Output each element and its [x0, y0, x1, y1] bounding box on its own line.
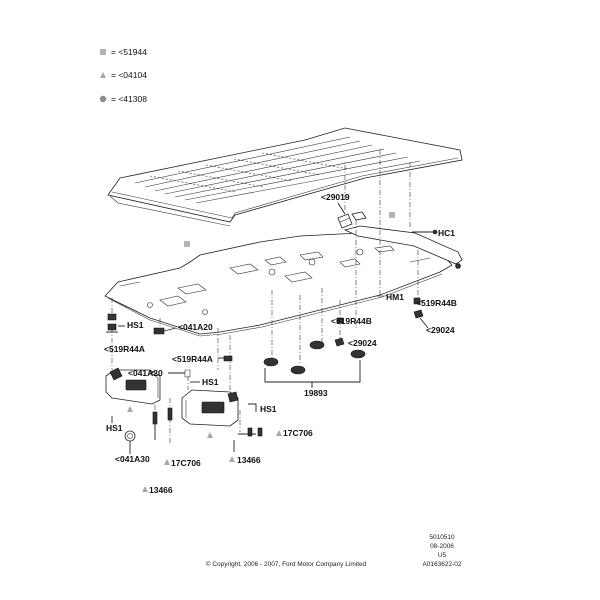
label-519r44a-left: <519R44A: [104, 344, 145, 354]
footer-code-3: U5: [438, 552, 447, 559]
grille-4: [350, 349, 366, 359]
grille-3: [309, 340, 325, 350]
square-marker-29019: [389, 212, 395, 218]
triangle-marker-13466-left: [142, 486, 148, 492]
clip-29024-mid: [334, 337, 345, 347]
label-hm1: HM1: [386, 292, 404, 302]
label-hc1: HC1: [438, 228, 455, 238]
label-29024-right: <29024: [426, 325, 455, 335]
clip-stack-left: [106, 313, 118, 333]
label-041a20-b: <041A20: [128, 368, 163, 378]
headliner: [104, 231, 453, 337]
label-13466-left: 13466: [149, 485, 173, 495]
label-19893: 19893: [304, 388, 328, 398]
legend-circle-text: = <41308: [111, 94, 147, 104]
clip-519r44b-mid: [336, 317, 344, 324]
legend-square-marker: [100, 49, 106, 55]
label-519r44b-right: <519R44B: [416, 298, 457, 308]
footer-copyright: © Copyright, 2006 - 2007, Ford Motor Com…: [206, 560, 367, 568]
clip-519r44b-right: [413, 297, 424, 305]
label-17c706-left: 17C706: [171, 458, 201, 468]
clip-519r44a-mid: [223, 355, 233, 362]
grille-2: [290, 365, 306, 375]
footer-code-2: 08-2006: [430, 543, 454, 550]
label-519r44a-mid: <519R44A: [172, 354, 213, 364]
clip-29024-right: [413, 309, 424, 319]
footer-code-1: 5010510: [429, 534, 455, 541]
grille-1: [263, 357, 279, 367]
label-hs1-d: HS1: [106, 423, 123, 433]
legend-circle-marker: [99, 95, 107, 103]
strip-clip-dot: [455, 263, 461, 269]
triangle-marker-13466-right: [229, 456, 235, 462]
label-13466-right: 13466: [237, 455, 261, 465]
dome-lamp-bracket-29019: [337, 211, 395, 229]
visor-bolts-17c706-right: [238, 427, 263, 437]
legend-triangle-marker: [100, 72, 106, 78]
label-041a30: <041A30: [115, 454, 150, 464]
footer-code-4: A0163622-02: [422, 561, 461, 568]
rear-trim-strip: [343, 225, 463, 269]
label-29024-mid: <29024: [348, 338, 377, 348]
roof-panel: [107, 127, 463, 227]
triangle-marker-17c706-right: [276, 430, 282, 436]
speaker-grilles-19893: [263, 340, 366, 383]
label-17c706-right: 17C706: [283, 428, 313, 438]
label-hs1-c: HS1: [260, 404, 277, 414]
sun-visor-right: [181, 389, 239, 438]
clip-041a20-a: [153, 327, 165, 335]
legend-square-text: = <51944: [111, 47, 147, 57]
legend: = <51944 = <04104 = <41308: [99, 47, 147, 104]
square-marker-headliner: [184, 241, 190, 247]
visor-bolts-17c706-left: [152, 407, 173, 440]
visor-hook-041a30: [124, 430, 136, 442]
legend-triangle-text: = <04104: [111, 70, 147, 80]
triangle-marker-visor-right: [207, 432, 213, 438]
sun-visor-left: [105, 367, 161, 412]
hs1-clip-right: [248, 403, 257, 412]
label-29019: <29019: [321, 192, 350, 202]
triangle-marker-visor-left: [127, 406, 133, 412]
label-041a20-a: <041A20: [178, 322, 213, 332]
label-hs1-a: HS1: [127, 320, 144, 330]
label-519r44b-mid: <519R44B: [331, 316, 372, 326]
label-hs1-b: HS1: [202, 377, 219, 387]
clip-041a20-b: [184, 369, 191, 378]
callouts: <29019 HC1 HM1 <519R44B <29024 <519R44B …: [104, 192, 457, 495]
triangle-marker-17c706-left: [164, 459, 170, 465]
footer: 5010510 08-2006 U5 A0163622-02 © Copyrig…: [206, 534, 462, 568]
dashed-leaders: [111, 150, 419, 445]
